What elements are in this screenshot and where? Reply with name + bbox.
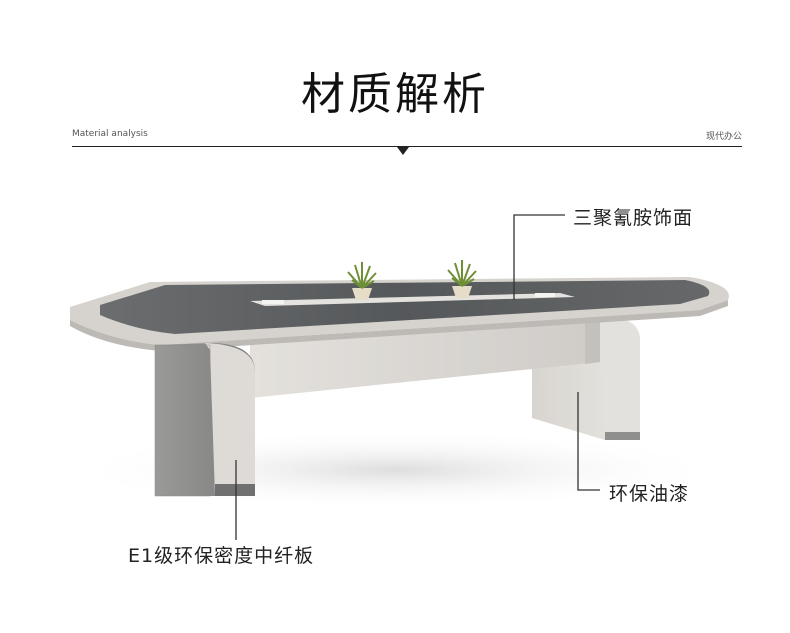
modesty-panel xyxy=(250,320,600,398)
page-title: 材质解析 xyxy=(301,69,489,120)
divider-line xyxy=(72,146,742,147)
callout-label-paint: 环保油漆 xyxy=(609,483,690,505)
table-top xyxy=(70,277,729,351)
callout-label-melamine: 三聚氰胺饰面 xyxy=(573,207,694,229)
callout-line-right xyxy=(577,392,600,491)
callout-line-top xyxy=(513,214,565,300)
plant-left xyxy=(347,262,377,300)
subtitle-chinese: 现代办公 xyxy=(705,132,742,142)
callout-label-mdf: E1级环保密度中纤板 xyxy=(128,545,315,567)
left-leg xyxy=(154,343,255,497)
down-arrow-icon xyxy=(397,147,409,155)
subtitle-english: Material analysis xyxy=(72,129,148,139)
plant-right xyxy=(447,260,477,298)
